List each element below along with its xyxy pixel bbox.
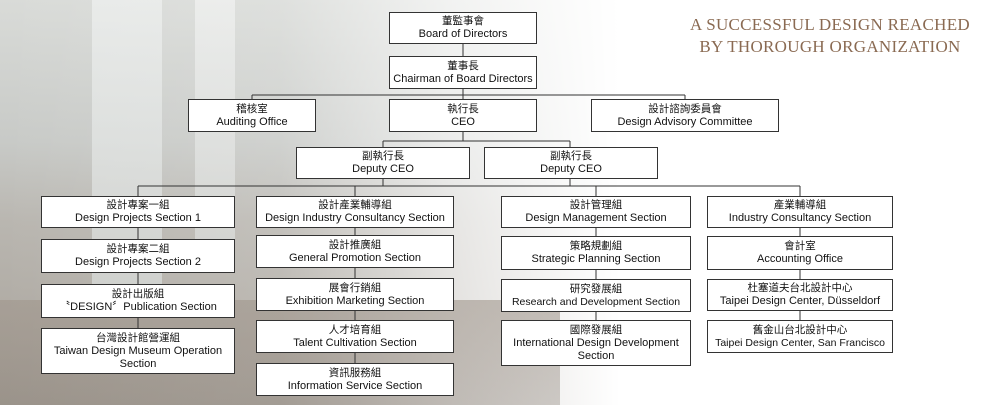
node-label-en: General Promotion Section [288, 251, 422, 264]
node-label-en: Board of Directors [418, 28, 508, 40]
node-label-en: Exhibition Marketing Section [285, 294, 425, 307]
node-label-zh: 稽核室 [236, 102, 268, 115]
node-board-of-directors: 董監事會 Board of Directors [389, 12, 537, 44]
node-deputy-ceo-2: 副執行長 Deputy CEO [484, 147, 658, 179]
node-label-zh: 設計出版組 [111, 288, 165, 300]
node-label-en: Talent Cultivation Section [293, 336, 417, 349]
node-label-zh: 國際發展組 [569, 323, 623, 336]
node-section: 產業輔導組 Industry Consultancy Section [707, 196, 893, 228]
node-label-zh: 會計室 [784, 240, 816, 252]
node-label-zh: 副執行長 [362, 150, 404, 162]
node-label-zh: 杜塞道夫台北設計中心 [747, 282, 853, 294]
node-section: 設計推廣組 General Promotion Section [256, 235, 454, 268]
node-section: 設計產業輔導組 Design Industry Consultancy Sect… [256, 196, 454, 228]
node-label-zh: 設計產業輔導組 [318, 199, 392, 211]
node-label-zh: 執行長 [447, 102, 479, 115]
node-label-en: CEO [451, 115, 475, 128]
node-label-en: Taipei Design Center, Düsseldorf [719, 295, 881, 307]
node-label-en: Accounting Office [756, 253, 843, 265]
node-label-zh: 設計專案一組 [106, 199, 170, 211]
node-label-zh: 台灣設計館營運組 [96, 331, 180, 344]
node-label-zh: 董事長 [447, 59, 479, 72]
node-section: 國際發展組 International Design Development S… [501, 320, 691, 366]
node-section: 杜塞道夫台北設計中心 Taipei Design Center, Düsseld… [707, 279, 893, 311]
node-label-zh: 設計專案二組 [106, 243, 170, 255]
node-section: 研究發展組 Research and Development Section [501, 279, 691, 312]
node-label-en: Information Service Section [287, 379, 423, 392]
node-section: 會計室 Accounting Office [707, 236, 893, 270]
node-auditing-office: 稽核室 Auditing Office [188, 99, 316, 132]
headline-line-2: BY THOROUGH ORGANIZATION [699, 37, 961, 56]
node-label-en: Design Projects Section 1 [75, 212, 201, 224]
node-label-en: Design Projects Section 2 [75, 256, 201, 268]
node-label-zh: 產業輔導組 [773, 199, 827, 211]
node-label-zh: 研究發展組 [569, 282, 623, 295]
node-section: 設計專案二組 Design Projects Section 2 [41, 239, 235, 273]
node-label-en: Taipei Design Center, San Francisco [715, 336, 885, 349]
node-label-en: Design Management Section [525, 212, 667, 224]
node-section: 展會行銷組 Exhibition Marketing Section [256, 278, 454, 311]
node-section: 設計出版組 〝DESIGN〞Publication Section [41, 284, 235, 318]
node-section: 策略規劃組 Strategic Planning Section [501, 236, 691, 270]
node-section: 設計專案一組 Design Projects Section 1 [41, 196, 235, 228]
headline: A SUCCESSFUL DESIGN REACHED BY THOROUGH … [665, 14, 995, 58]
node-label-en: Auditing Office [216, 115, 288, 128]
node-label-en: Industry Consultancy Section [728, 212, 872, 224]
node-deputy-ceo-1: 副執行長 Deputy CEO [296, 147, 470, 179]
node-label-en: Deputy CEO [540, 163, 602, 175]
node-label-en: Design Industry Consultancy Section [265, 212, 445, 224]
node-section: 舊金山台北設計中心 Taipei Design Center, San Fran… [707, 320, 893, 353]
node-label-zh: 展會行銷組 [328, 281, 382, 294]
node-label-en: Taiwan Design Museum Operation Section [53, 344, 223, 370]
node-label-en: 〝DESIGN〞Publication Section [59, 301, 217, 313]
headline-line-1: A SUCCESSFUL DESIGN REACHED [690, 15, 970, 34]
node-ceo: 執行長 CEO [389, 99, 537, 132]
node-label-zh: 資訊服務組 [328, 366, 382, 379]
node-label-en: Research and Development Section [511, 295, 681, 308]
node-label-zh: 舊金山台北設計中心 [752, 323, 848, 336]
node-design-advisory-committee: 設計諮詢委員會 Design Advisory Committee [591, 99, 779, 132]
node-section: 台灣設計館營運組 Taiwan Design Museum Operation … [41, 328, 235, 374]
node-label-en: Design Advisory Committee [617, 115, 753, 128]
node-label-en: Deputy CEO [352, 163, 414, 175]
node-section: 設計管理組 Design Management Section [501, 196, 691, 228]
node-label-zh: 人才培育組 [328, 323, 382, 336]
node-section: 人才培育組 Talent Cultivation Section [256, 320, 454, 353]
node-section: 資訊服務組 Information Service Section [256, 363, 454, 396]
node-label-zh: 設計諮詢委員會 [648, 102, 722, 115]
node-label-zh: 設計管理組 [569, 199, 623, 211]
node-label-en: International Design Development Section [513, 336, 679, 362]
node-label-zh: 策略規劃組 [569, 240, 623, 252]
node-label-en: Strategic Planning Section [531, 253, 661, 265]
node-label-zh: 董監事會 [442, 15, 484, 27]
node-label-en: Chairman of Board Directors [393, 72, 533, 85]
node-chairman: 董事長 Chairman of Board Directors [389, 56, 537, 89]
node-label-zh: 設計推廣組 [328, 238, 382, 251]
node-label-zh: 副執行長 [550, 150, 592, 162]
